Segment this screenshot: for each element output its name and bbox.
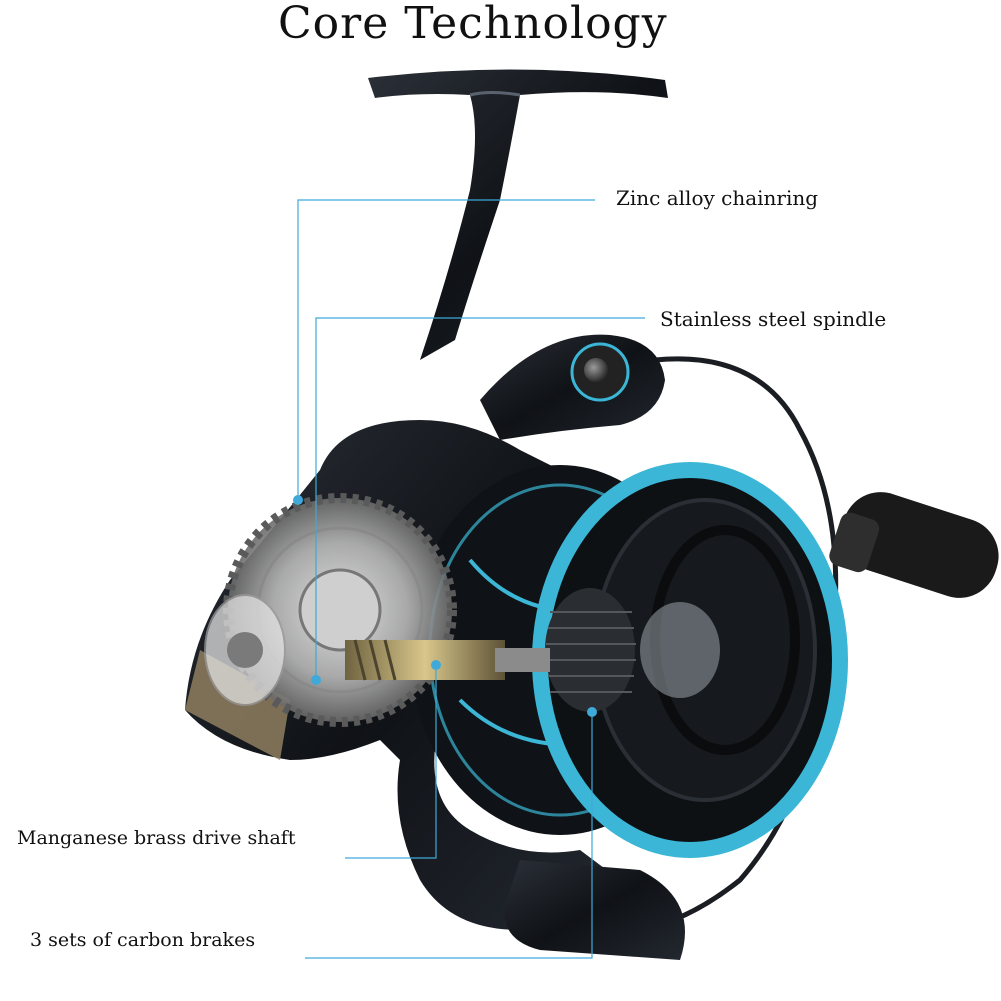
handle-knob [829,492,999,598]
drive-shaft [345,639,550,681]
callout-stainless-steel-spindle: Stainless steel spindle [660,307,887,331]
reel-foot [368,69,668,360]
page-title: Core Technology [278,0,668,49]
callout-lines [293,199,645,959]
pinion-housing [204,594,286,706]
callout-manganese-brass-drive-shaft: Manganese brass drive shaft [17,827,296,849]
drag-knob [545,588,636,712]
bail-arm [480,334,665,440]
callout-zinc-alloy-chainring: Zinc alloy chainring [616,186,819,210]
reel-stand [504,860,685,960]
callout-carbon-brakes: 3 sets of carbon brakes [30,929,256,951]
